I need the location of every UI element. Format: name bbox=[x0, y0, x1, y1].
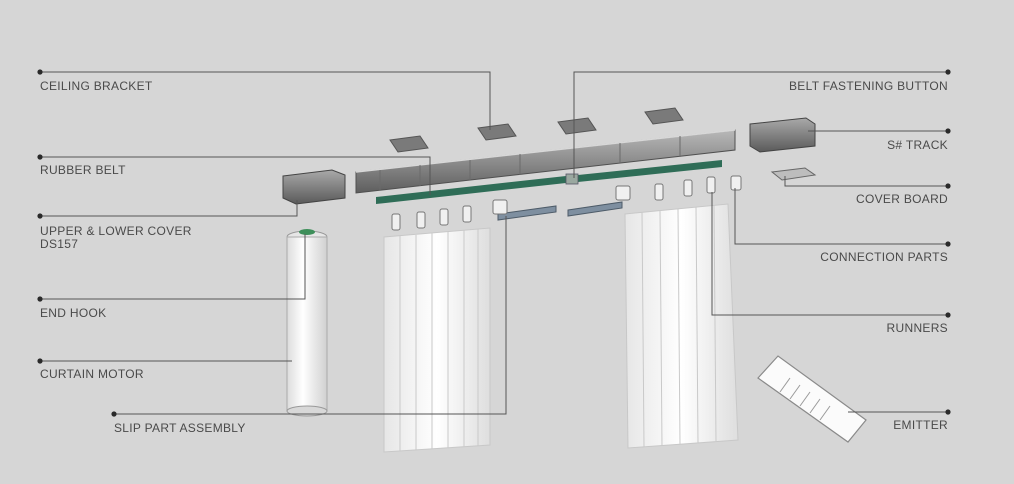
label-track: S# TRACK bbox=[887, 138, 948, 152]
label-emitter: EMITTER bbox=[893, 418, 948, 432]
cover-board-part bbox=[770, 167, 817, 181]
upper-lower-cover-part bbox=[282, 117, 816, 205]
curtain-motor-part bbox=[286, 229, 328, 417]
label-curtain-motor: CURTAIN MOTOR bbox=[40, 367, 144, 381]
label-connection-parts: CONNECTION PARTS bbox=[820, 250, 948, 264]
label-end-hook: END HOOK bbox=[40, 306, 107, 320]
leader-dots bbox=[37, 69, 951, 417]
label-slip-part-assembly: SLIP PART ASSEMBLY bbox=[114, 421, 246, 435]
right-curtain bbox=[624, 203, 739, 449]
label-belt-fastening-button: BELT FASTENING BUTTON bbox=[789, 79, 948, 93]
slip-part-assembly-part bbox=[497, 201, 623, 221]
label-rubber-belt: RUBBER BELT bbox=[40, 163, 126, 177]
label-cover-board: COVER BOARD bbox=[856, 192, 948, 206]
label-upper-lower-cover: UPPER & LOWER COVER bbox=[40, 224, 192, 238]
runner-parts bbox=[391, 175, 742, 231]
leader-lines bbox=[40, 71, 948, 415]
label-ceiling-bracket: CEILING BRACKET bbox=[40, 79, 153, 93]
emitter-part bbox=[757, 355, 867, 443]
label-runners: RUNNERS bbox=[886, 321, 948, 335]
label-model: DS157 bbox=[40, 237, 79, 251]
left-curtain bbox=[383, 227, 491, 453]
ceiling-bracket-parts bbox=[389, 107, 684, 153]
track-rail bbox=[355, 129, 736, 194]
rubber-belt-part bbox=[376, 160, 722, 204]
